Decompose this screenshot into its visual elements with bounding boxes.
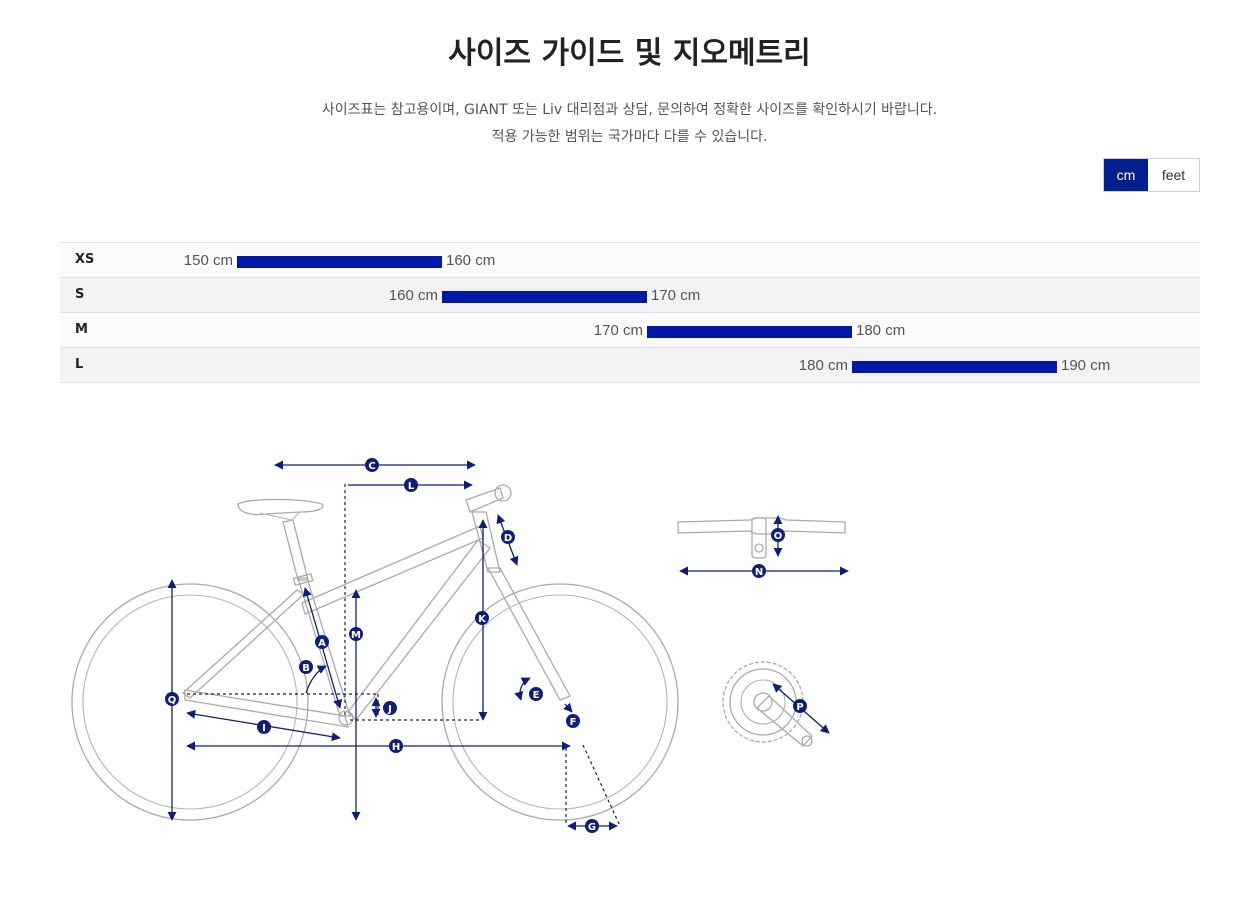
range-max-label: 180 cm (856, 322, 906, 339)
size-label: M (75, 322, 88, 337)
front-wheel (441, 583, 679, 821)
page-title: 사이즈 가이드 및 지오메트리 (448, 36, 811, 71)
range-min-label: 160 cm (388, 287, 438, 304)
size-row-xs: XS 150 cm 160 cm (60, 242, 1200, 277)
badge-n: N (752, 564, 766, 578)
svg-text:E: E (533, 690, 540, 701)
badge-q: Q (165, 692, 179, 706)
badge-p: P (793, 699, 807, 713)
range-bar (647, 326, 852, 338)
badge-d: D (501, 530, 515, 544)
badge-h: H (389, 739, 403, 753)
unit-toggle: cm feet (1103, 158, 1200, 192)
svg-text:D: D (504, 533, 512, 544)
svg-text:P: P (796, 702, 803, 713)
crankset-detail (722, 661, 830, 747)
range-max-label: 160 cm (446, 252, 496, 269)
handlebar-detail (677, 515, 849, 576)
subtitle-line-2: 적용 가능한 범위는 국가마다 다를 수 있습니다. (491, 129, 768, 145)
range-bar (852, 361, 1057, 373)
size-chart-table: XS 150 cm 160 cm S 160 cm 170 cm M 170 c… (60, 242, 1200, 383)
size-label: L (75, 357, 84, 372)
svg-text:I: I (262, 723, 266, 734)
badge-k: K (475, 611, 489, 625)
range-min-label: 180 cm (798, 357, 848, 374)
svg-text:G: G (588, 822, 596, 833)
svg-text:O: O (774, 531, 783, 542)
range-max-label: 170 cm (651, 287, 701, 304)
size-row-l: L 180 cm 190 cm (60, 347, 1200, 383)
svg-text:B: B (302, 663, 310, 674)
badge-e: E (529, 687, 543, 701)
size-label: S (75, 287, 85, 302)
svg-text:C: C (368, 461, 375, 472)
svg-text:K: K (478, 614, 487, 625)
badge-j: J (383, 701, 397, 715)
svg-text:N: N (755, 567, 763, 578)
badge-f: F (566, 714, 580, 728)
subtitle-line-1: 사이즈표는 참고용이며, GIANT 또는 Liv 대리점과 상담, 문의하여 … (321, 102, 938, 118)
unit-cm-button[interactable]: cm (1104, 159, 1148, 191)
svg-text:H: H (392, 742, 400, 753)
badge-a: A (315, 635, 329, 649)
unit-feet-button[interactable]: feet (1148, 159, 1199, 191)
range-bar (442, 291, 647, 303)
size-label: XS (75, 252, 95, 267)
size-row-s: S 160 cm 170 cm (60, 277, 1200, 312)
svg-text:L: L (408, 481, 415, 492)
svg-text:A: A (318, 638, 326, 649)
svg-text:J: J (387, 704, 392, 715)
range-bar (237, 256, 442, 268)
range-max-label: 190 cm (1061, 357, 1111, 374)
badge-b: B (299, 660, 313, 674)
range-min-label: 170 cm (593, 322, 643, 339)
badge-g: G (585, 819, 599, 833)
svg-text:M: M (351, 630, 361, 641)
badge-m: M (349, 627, 363, 641)
size-row-m: M 170 cm 180 cm (60, 312, 1200, 347)
badge-o: O (771, 528, 785, 542)
badge-c: C (365, 458, 379, 472)
svg-text:Q: Q (168, 695, 177, 706)
badge-i: I (257, 720, 271, 734)
range-min-label: 150 cm (183, 252, 233, 269)
rear-wheel (71, 583, 309, 821)
badge-l: L (404, 478, 418, 492)
svg-text:F: F (570, 717, 577, 728)
